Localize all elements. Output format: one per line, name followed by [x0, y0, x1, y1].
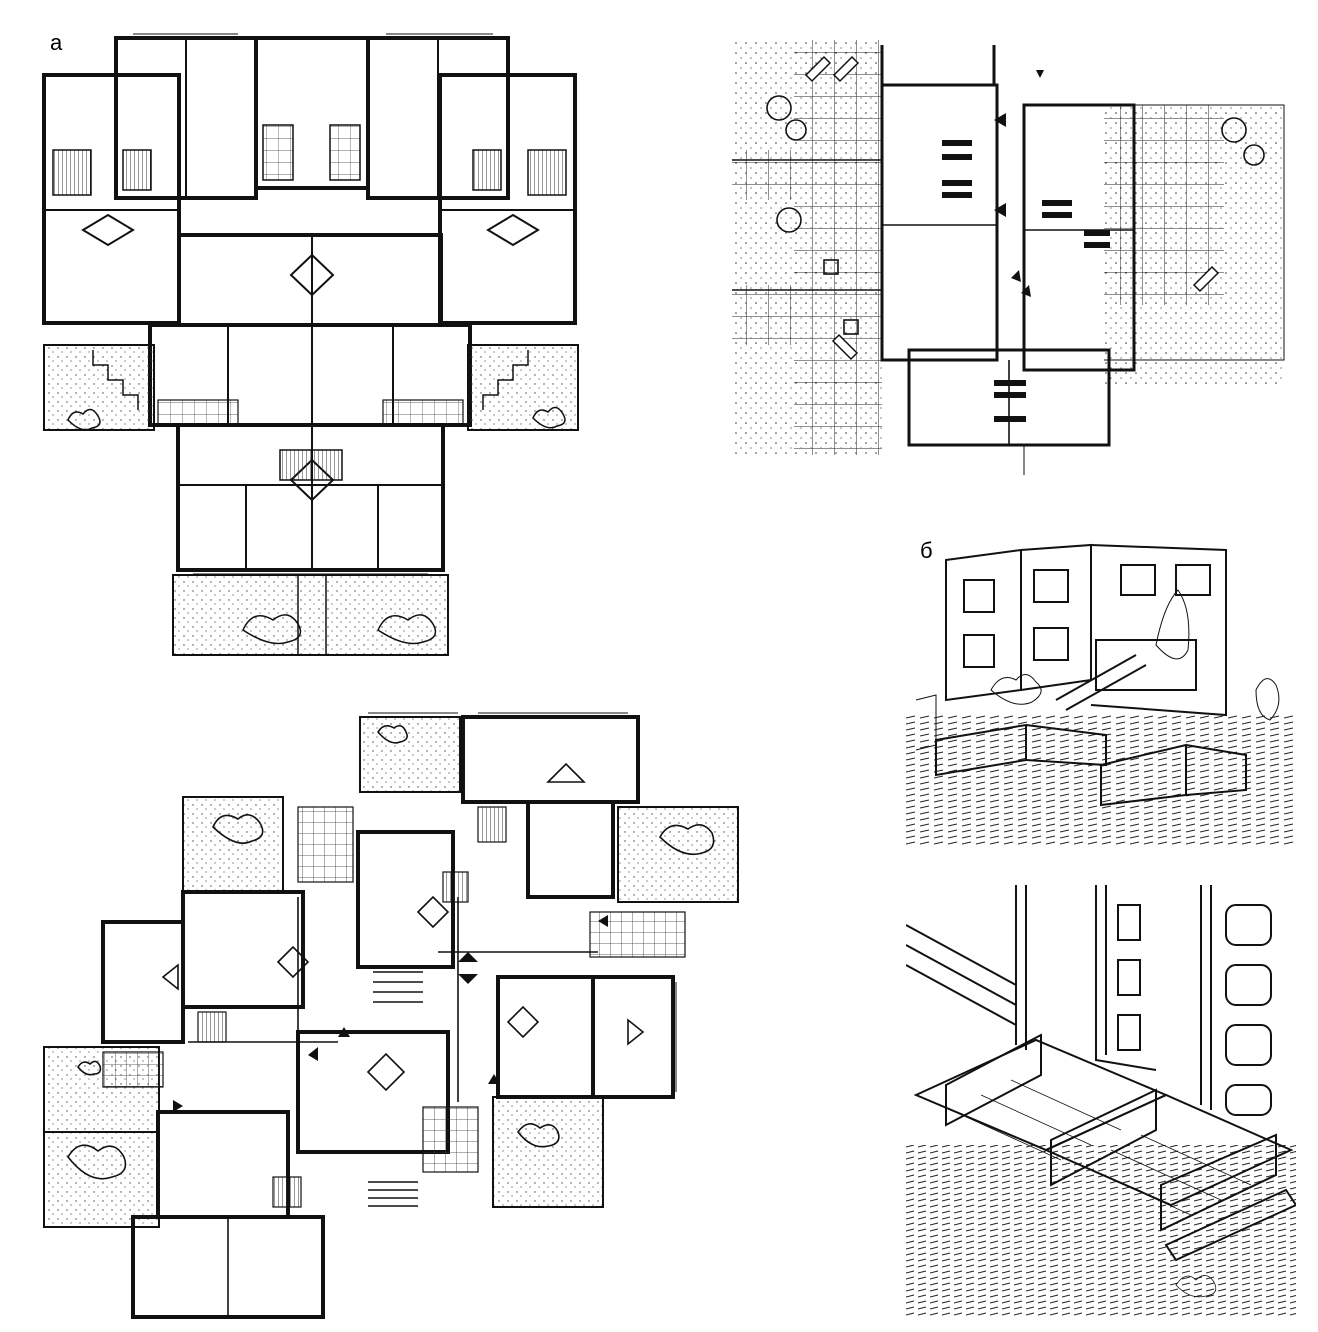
panel-label-b: б	[920, 538, 933, 563]
floor-plan-a	[38, 30, 583, 660]
perspective-lower-drawing	[906, 885, 1296, 1317]
perspective-sketch-upper	[906, 540, 1296, 845]
floor-plan-bottom-drawing	[43, 712, 739, 1319]
perspective-sketch-lower	[906, 885, 1296, 1317]
ground-plan-top-right	[724, 30, 1299, 480]
perspective-upper-drawing	[906, 543, 1296, 845]
ground-plan-drawing	[732, 40, 1285, 475]
floor-plan-a-drawing	[42, 33, 579, 656]
floor-plan-bottom-left	[38, 712, 746, 1320]
panel-label-a: а	[50, 30, 63, 55]
